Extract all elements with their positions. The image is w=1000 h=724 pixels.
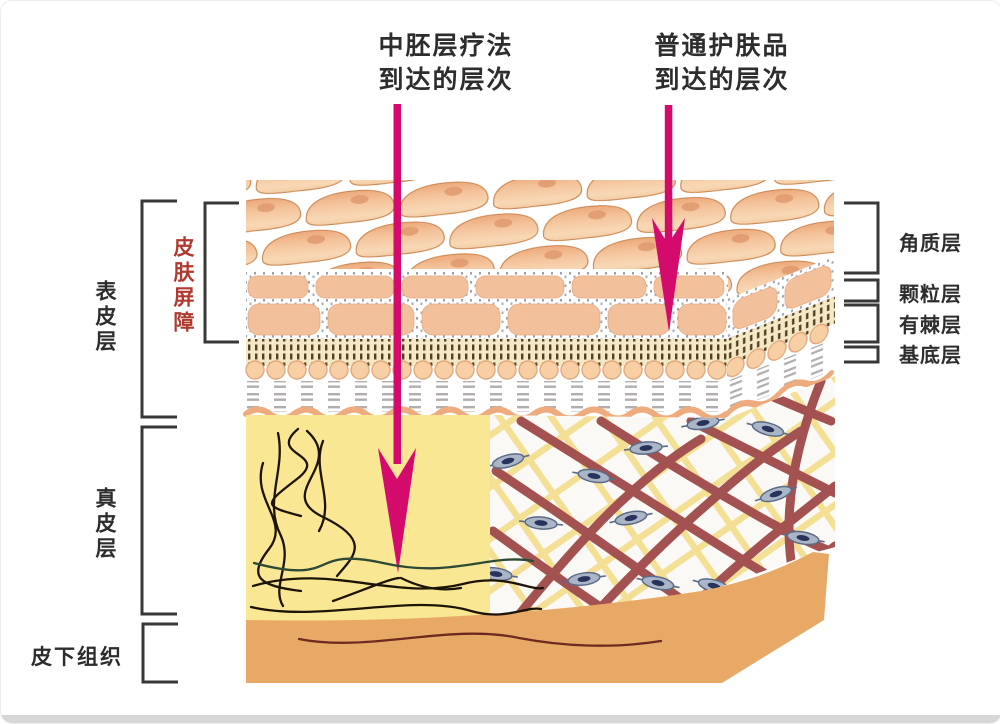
title-mesotherapy-line1: 中胚层疗法 — [378, 31, 514, 60]
dermis-ground-substance — [246, 415, 490, 622]
dermis-nerves — [249, 427, 663, 647]
subcutaneous-band — [246, 552, 829, 683]
label-granular-layer: 颗粒层 — [899, 282, 962, 306]
skin-barrier-bracket — [203, 201, 239, 344]
granular-spinous-zone — [246, 269, 728, 341]
stratum-corneum-bracket — [844, 201, 880, 275]
papillary-dash-band — [246, 381, 728, 412]
title-mesotherapy-line2: 到达的层次 — [378, 65, 514, 94]
title-skincare-line1: 普通护肤品 — [654, 31, 790, 60]
label-spinous-layer: 有棘层 — [899, 313, 962, 337]
granular-layer-bracket — [844, 278, 880, 303]
skincare-depth-arrow — [652, 105, 685, 332]
label-basal-layer: 基底层 — [899, 343, 962, 367]
skin-block — [243, 180, 835, 683]
label-epidermis: 表皮层 — [93, 280, 117, 355]
label-dermis: 真皮层 — [93, 487, 117, 562]
title-skincare-line2: 到达的层次 — [654, 65, 790, 94]
dermis-bracket — [140, 425, 177, 616]
epidermis-bracket — [140, 199, 177, 419]
basal-scallops — [245, 360, 727, 380]
title-mesotherapy: 中胚层疗法 到达的层次 — [361, 29, 531, 97]
spinous-cells — [247, 303, 727, 336]
spinous-layer-bracket — [844, 303, 880, 344]
mesotherapy-depth-arrow — [378, 104, 416, 573]
title-skincare: 普通护肤品 到达的层次 — [637, 29, 807, 97]
fibroblasts — [490, 415, 825, 594]
subcutaneous-bracket — [141, 622, 178, 684]
label-subcutaneous-tissue: 皮下组织 — [31, 645, 123, 669]
label-skin-barrier: 皮肤屏障 — [171, 236, 195, 336]
basal-layer-bracket — [844, 345, 880, 364]
card-bottom-edge — [1, 715, 1000, 723]
label-stratum-corneum: 角质层 — [899, 231, 962, 255]
